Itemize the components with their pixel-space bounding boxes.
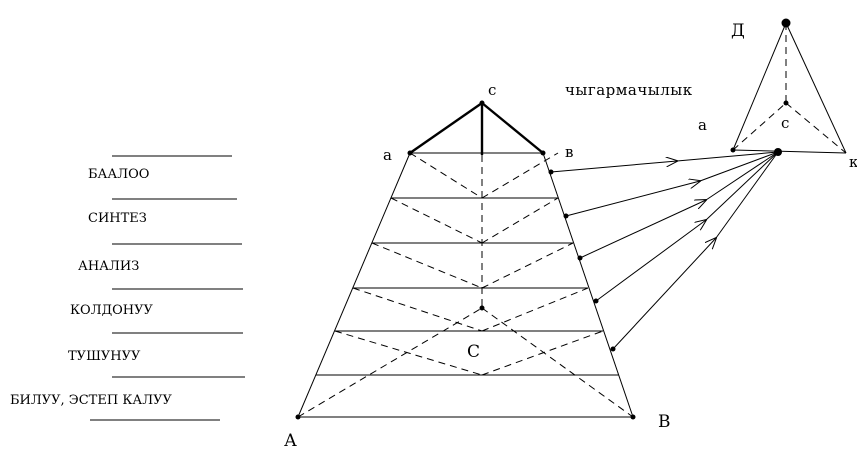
roof-right [481, 102, 544, 154]
vertex-dot [540, 150, 546, 156]
level-labels: БААЛОО СИНТЕЗ АНАЛИЗ КОЛДОНУУ ТУШУНУУ БИ… [10, 155, 245, 421]
level-label-application: КОЛДОНУУ [70, 303, 154, 318]
hidden-edges [297, 152, 634, 418]
creativity-arrows [550, 151, 779, 350]
small-vertex-label-a: а [698, 116, 707, 134]
arrow-origin-dots [548, 169, 616, 352]
vertex-label-v-base: В [658, 412, 671, 432]
level-label-analysis: АНАЛИЗ [78, 259, 139, 274]
arrow [705, 151, 779, 201]
creativity-pyramid [732, 22, 847, 154]
pyramid-left-edge [297, 152, 411, 418]
small-pyramid-base [732, 149, 847, 154]
vertex-label-c-inner: С [467, 342, 480, 362]
arrow [612, 238, 716, 350]
vertex-dot [479, 100, 485, 106]
arrow [595, 220, 706, 302]
apex-dot [781, 18, 791, 28]
convergence-dot [774, 148, 782, 156]
arrow [705, 151, 779, 221]
arrow [715, 151, 779, 239]
small-vertex-label-c: с [781, 114, 789, 132]
main-pyramid-vertices [295, 100, 636, 420]
level-label-comprehension: ТУШУНУУ [68, 349, 141, 364]
vertex-dot [479, 305, 485, 311]
small-pyramid-right-edge [785, 22, 847, 154]
small-vertex-label-k: к [849, 153, 857, 171]
vertex-dot [295, 414, 301, 420]
vertex-dot [630, 414, 636, 420]
creativity-label: чыгармачылык [565, 81, 693, 99]
small-pyramid-left-edge [732, 22, 787, 151]
level-label-knowledge: БИЛУУ, ЭСТЕП КАЛУУ [10, 393, 172, 408]
creativity-pyramid-vertices [730, 18, 791, 156]
arrow [676, 151, 779, 162]
roof-left [409, 102, 483, 154]
vertex-dot [407, 150, 413, 156]
arrow [550, 161, 677, 173]
pyramid-right-edge [542, 152, 634, 418]
vertex-label-c-apex: с [488, 81, 496, 99]
vertex-label-v-top: в [565, 143, 573, 161]
small-vertex-label-d: Д [731, 21, 745, 41]
vertex-label-a-top: а [383, 146, 392, 164]
level-label-evaluation: БААЛОО [88, 167, 149, 182]
arrow [565, 181, 700, 217]
vertex-label-a-base: А [284, 431, 297, 450]
arrow [699, 151, 779, 182]
arrow [579, 200, 706, 259]
main-pyramid [297, 102, 634, 418]
vertex-dot [730, 147, 736, 153]
vertex-dot [783, 100, 789, 106]
level-label-synthesis: СИНТЕЗ [88, 211, 147, 226]
